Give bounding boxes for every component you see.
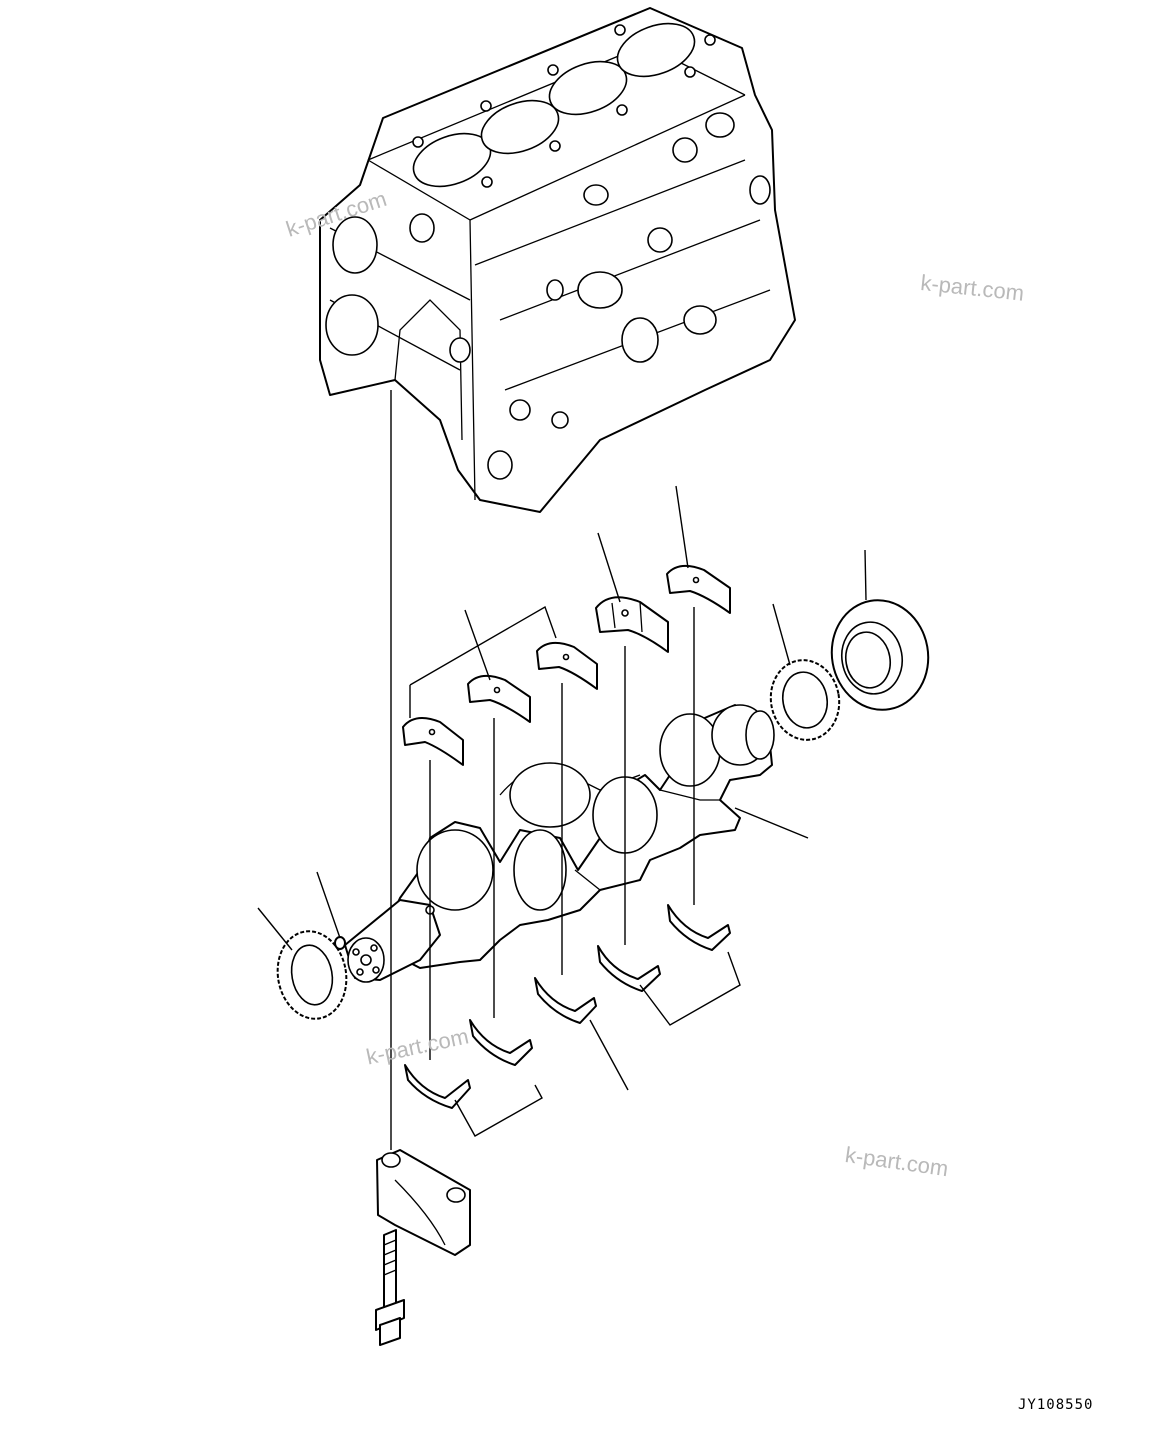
upper-bearing-3 xyxy=(536,641,598,690)
lower-bearing-1 xyxy=(404,1064,471,1109)
thrust-bearing-upper xyxy=(595,596,669,653)
lower-bearing-3 xyxy=(534,977,597,1024)
crankshaft-gear-rear xyxy=(769,659,841,741)
upper-bearing-2 xyxy=(467,674,531,723)
leader-lines xyxy=(257,390,867,1150)
upper-bearing-1 xyxy=(402,717,464,766)
crankshaft-gear-front xyxy=(276,930,348,1020)
pin xyxy=(334,936,346,950)
upper-main-bearings xyxy=(402,564,731,766)
lower-bearing-5 xyxy=(667,904,731,951)
crankshaft xyxy=(344,704,775,983)
thrust-bearing-lower xyxy=(597,945,661,992)
rear-seal xyxy=(830,599,930,711)
drawing-code: JY108550 xyxy=(1018,1397,1094,1413)
lower-main-bearings xyxy=(404,904,741,1137)
lower-bearing-2 xyxy=(469,1019,533,1066)
cylinder-block xyxy=(319,7,796,513)
main-bearing-cap xyxy=(376,1149,471,1256)
upper-bearing-5 xyxy=(666,564,731,614)
cap-bolt xyxy=(375,1229,405,1346)
